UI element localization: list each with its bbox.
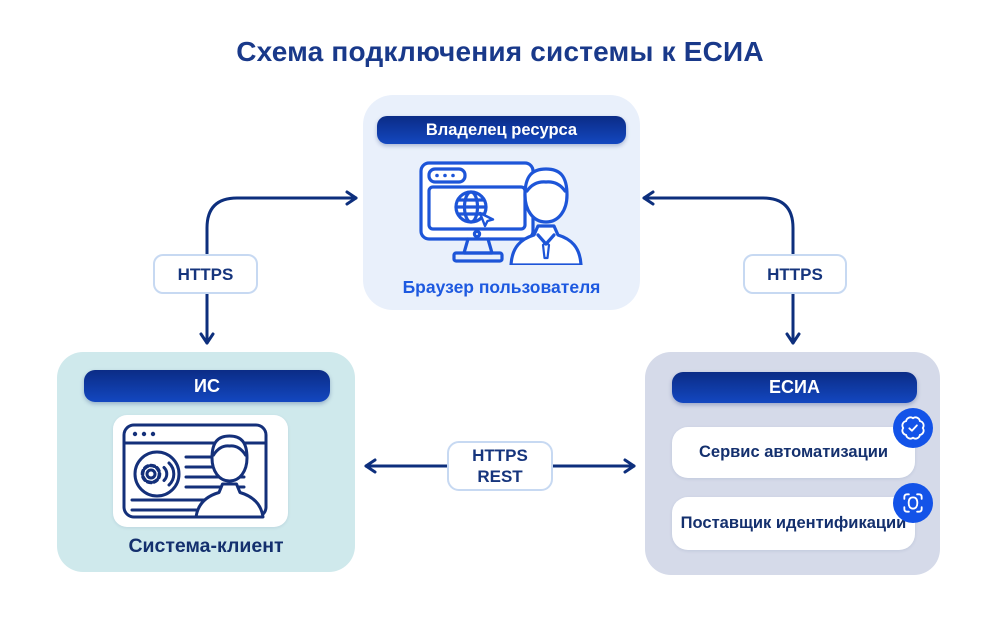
gear-browser-user-icon: [122, 423, 268, 519]
resource-owner-caption: Браузер пользователя: [402, 277, 601, 297]
verified-seal-icon: [893, 408, 933, 448]
resource-owner-pill: Владелец ресурса: [377, 116, 626, 144]
https-rest-label-line1: HTTPS: [472, 446, 528, 465]
esia-pill: ЕСИА: [672, 372, 917, 403]
esia-service-automation-card: Сервис автоматизации: [672, 408, 933, 478]
arrow-owner-client: [199, 190, 358, 345]
resource-owner-box: Владелец ресурса Браузер по: [363, 95, 640, 310]
https-label-right-text: HTTPS: [767, 264, 823, 284]
client-system-pill-label: ИС: [194, 375, 220, 396]
https-rest-label: HTTPS REST: [447, 441, 553, 491]
client-system-card: [113, 415, 288, 527]
esia-service-automation-label: Сервис автоматизации: [698, 443, 889, 461]
esia-identity-provider-card: Поставщик идентификации: [672, 483, 933, 550]
esia-box: ЕСИА Сервис автоматизации Поставщик иден…: [645, 352, 940, 575]
client-system-caption: Система-клиент: [128, 535, 284, 557]
https-label-left-text: HTTPS: [177, 264, 234, 284]
client-system-pill: ИС: [84, 370, 330, 402]
face-scan-icon: [893, 483, 933, 523]
esia-pill-label: ЕСИА: [769, 377, 820, 397]
browser-user-icon: [419, 161, 583, 265]
esia-identity-provider-label: Поставщик идентификации: [680, 514, 907, 532]
page-title: Схема подключения системы к ЕСИА: [236, 36, 764, 67]
https-rest-label-line2: REST: [477, 467, 523, 486]
client-system-box: ИС Си: [57, 352, 355, 572]
https-label-right: HTTPS: [743, 254, 847, 294]
resource-owner-pill-label: Владелец ресурса: [425, 120, 578, 139]
arrow-owner-esia: [642, 190, 801, 345]
https-label-left: HTTPS: [153, 254, 258, 294]
